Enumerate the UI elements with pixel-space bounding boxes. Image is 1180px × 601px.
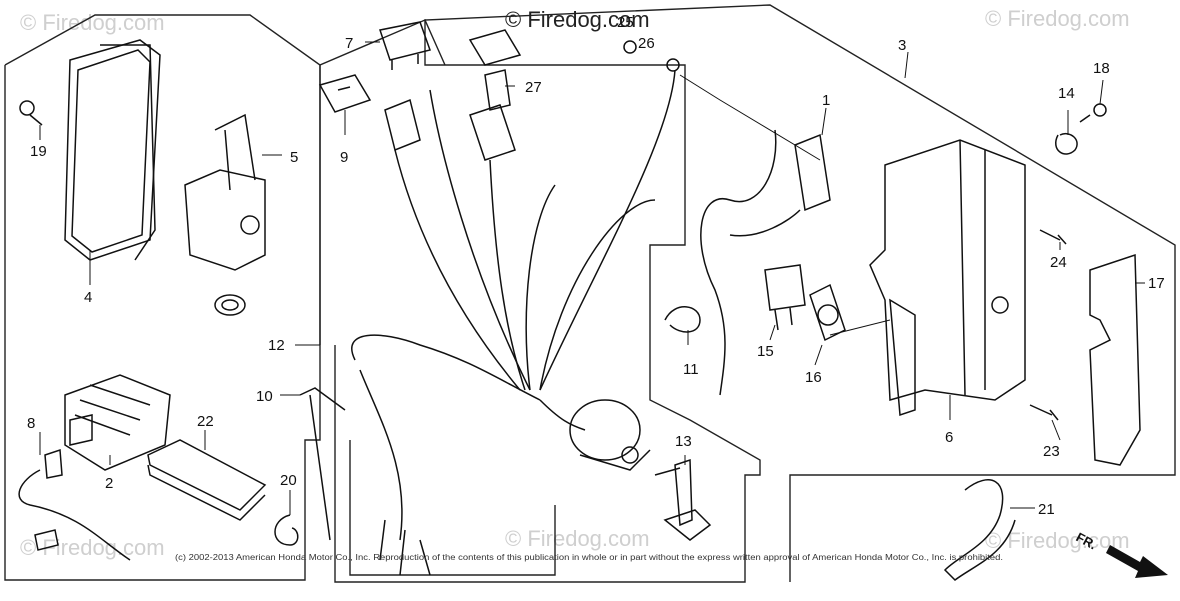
- part-21-band: [943, 479, 1016, 581]
- part-11-clip: [664, 306, 701, 333]
- leader-lines: [39, 41, 1145, 515]
- part-fuse-cover: [468, 29, 522, 66]
- watermark-top-right: © Firedog.com: [985, 6, 1130, 31]
- callout-22: 22: [197, 413, 214, 430]
- callout-1: 1: [822, 92, 830, 109]
- watermark-bottom-right: © Firedog.com: [985, 528, 1130, 553]
- copyright-notice: (c) 2002-2013 American Honda Motor Co., …: [175, 553, 1003, 562]
- part-13-key: [654, 458, 712, 541]
- part-4-cover: [64, 39, 161, 261]
- part-23-bolt: [1029, 404, 1059, 421]
- part-7-relay: [379, 21, 431, 70]
- callout-21: 21: [1038, 501, 1055, 518]
- callout-18: 18: [1093, 60, 1110, 77]
- callout-14: 14: [1058, 85, 1075, 102]
- part-25-washer: [623, 40, 637, 54]
- callout-25: 25: [617, 14, 634, 31]
- part-2-regulator: [18, 374, 171, 561]
- callout-15: 15: [757, 343, 774, 360]
- callout-5: 5: [290, 149, 298, 166]
- part-6-control-box: [869, 139, 1026, 417]
- callout-20: 20: [280, 472, 297, 489]
- part-22-pad: [147, 439, 267, 521]
- callout-17: 17: [1148, 275, 1165, 292]
- callout-9: 9: [340, 149, 348, 166]
- callout-2: 2: [105, 475, 113, 492]
- arrow-right-down-icon: [1106, 545, 1168, 578]
- part-14-clamp: [1055, 133, 1078, 155]
- callout-7: 7: [345, 35, 353, 52]
- part-19-bolt: [19, 100, 43, 126]
- group-outlines: [4, 4, 1176, 583]
- callout-13: 13: [675, 433, 692, 450]
- part-drawings: [18, 21, 1141, 581]
- watermark-bottom-left: © Firedog.com: [20, 535, 165, 560]
- callout-8: 8: [27, 415, 35, 432]
- part-5-bracket: [184, 113, 266, 271]
- part-18-bolt: [1079, 103, 1107, 123]
- callout-27: 27: [525, 79, 542, 96]
- callout-12: 12: [268, 337, 285, 354]
- watermark-bottom-center: © Firedog.com: [505, 526, 650, 551]
- part-16-part: [809, 283, 846, 342]
- outline-left-box: [4, 14, 321, 581]
- watermark-top-left: © Firedog.com: [20, 10, 165, 35]
- outline-inner-harness: [349, 440, 556, 576]
- callout-3: 3: [898, 37, 906, 54]
- part-15-switch: [764, 264, 806, 331]
- part-20-clip: [274, 514, 299, 546]
- part-26-terminal: [666, 58, 680, 72]
- part-17-plate: [1089, 253, 1141, 466]
- callout-10: 10: [256, 388, 273, 405]
- callout-24: 24: [1050, 254, 1067, 271]
- callout-4: 4: [84, 289, 92, 306]
- callout-6: 6: [945, 429, 953, 446]
- callout-19: 19: [30, 143, 47, 160]
- watermark-layer: © Firedog.com © Firedog.com © Firedog.co…: [20, 6, 1130, 560]
- part-24-bolt: [1039, 229, 1067, 245]
- part-1-wire: [700, 129, 831, 396]
- part-27-fuse: [484, 69, 511, 111]
- part-switch: [569, 399, 651, 471]
- part-12-harness: [351, 69, 676, 576]
- outline-harness-box: [319, 18, 761, 583]
- callout-labels: 1 2 3 4 5 6 7 8 9 10 11 12 13 14 15 16 1…: [27, 14, 1165, 518]
- callout-11: 11: [683, 361, 699, 378]
- part-grommet: [214, 294, 246, 316]
- callout-26: 26: [638, 35, 655, 52]
- callout-16: 16: [805, 369, 822, 386]
- callout-23: 23: [1043, 443, 1060, 460]
- part-9-cap: [318, 74, 372, 113]
- outline-right-box: [423, 4, 1176, 582]
- part-10-wire: [299, 387, 346, 541]
